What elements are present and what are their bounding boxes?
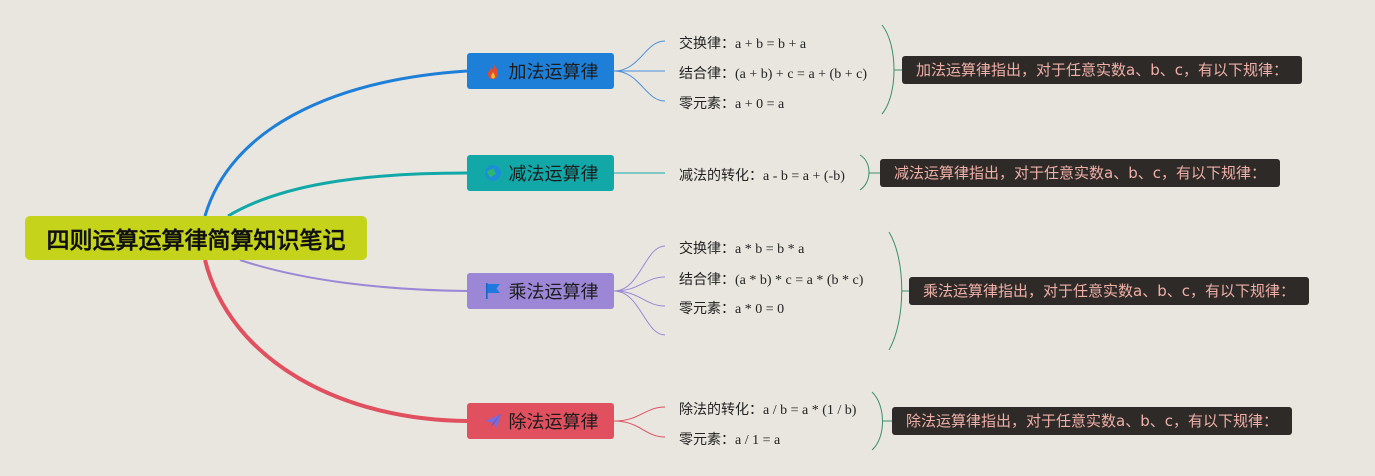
leaf-value: a * b = b * a (735, 242, 805, 257)
bracket-add (881, 24, 895, 115)
note-subtraction[interactable]: 减法运算律指出，对于任意实数a、b、c，有以下规律： (880, 159, 1280, 187)
leaf-mul-associative[interactable]: 结合律：(a * b) * c = a * (b * c) (679, 269, 863, 289)
leaf-add-commutative[interactable]: 交换律：a + b = b + a (679, 33, 806, 53)
paper-plane-icon (483, 411, 503, 431)
leaf-mul-commutative[interactable]: 交换律：a * b = b * a (679, 238, 804, 258)
leaf-div-zero[interactable]: 零元素：a / 1 = a (679, 429, 780, 449)
branch-multiplication[interactable]: 乘法运算律 (467, 273, 614, 309)
bracket-mul (888, 231, 903, 351)
link-root-div (203, 259, 468, 423)
link-mul-2 (613, 276, 666, 292)
branch-label: 加法运算律 (508, 62, 599, 83)
link-mul-4 (613, 290, 666, 336)
leaf-sub-transform[interactable]: 减法的转化：a - b = a + (-b) (679, 165, 845, 185)
link-div-1 (613, 406, 666, 422)
branch-division[interactable]: 除法运算律 (467, 403, 614, 439)
link-mul-1 (613, 245, 666, 292)
branch-label: 除法运算律 (508, 412, 599, 433)
leaf-value: a / 1 = a (735, 433, 781, 448)
link-root-mul (239, 259, 468, 292)
link-add-3 (613, 70, 666, 102)
leaf-value: (a + b) + c = a + (b + c) (735, 67, 867, 82)
leaf-key: 零元素： (679, 301, 735, 317)
leaf-value: (a * b) * c = a * (b * c) (735, 273, 864, 288)
leaf-value: a + b = b + a (735, 37, 807, 52)
link-mul-3 (613, 290, 666, 307)
link-add-1 (613, 40, 666, 72)
leaf-add-zero[interactable]: 零元素：a + 0 = a (679, 93, 784, 113)
leaf-key: 结合律： (679, 66, 735, 82)
leaf-key: 结合律： (679, 272, 735, 288)
note-multiplication[interactable]: 乘法运算律指出，对于任意实数a、b、c，有以下规律： (909, 277, 1309, 305)
branch-label: 乘法运算律 (508, 282, 599, 303)
branch-addition[interactable]: 加法运算律 (467, 53, 614, 89)
leaf-div-transform[interactable]: 除法的转化：a / b = a * (1 / b) (679, 399, 856, 419)
leaf-key: 零元素： (679, 96, 735, 112)
leaf-value: a * 0 = 0 (735, 302, 785, 317)
leaf-key: 减法的转化： (679, 168, 763, 184)
link-root-sub (227, 171, 468, 218)
root-topic[interactable]: 四则运算运算律简算知识笔记 (25, 216, 367, 260)
flag-icon (483, 281, 503, 301)
bracket-div (871, 391, 883, 451)
globe-icon (483, 163, 503, 183)
leaf-value: a - b = a + (-b) (763, 169, 845, 184)
leaf-value: a + 0 = a (735, 97, 785, 112)
leaf-key: 交换律： (679, 36, 735, 52)
leaf-value: a / b = a * (1 / b) (763, 403, 857, 418)
note-division[interactable]: 除法运算律指出，对于任意实数a、b、c，有以下规律： (892, 407, 1292, 435)
note-addition[interactable]: 加法运算律指出，对于任意实数a、b、c，有以下规律： (902, 56, 1302, 84)
link-root-add (203, 69, 468, 217)
bracket-sub (859, 154, 870, 191)
leaf-mul-zero[interactable]: 零元素：a * 0 = 0 (679, 298, 784, 318)
link-div-2 (613, 420, 666, 438)
leaf-key: 除法的转化： (679, 402, 763, 418)
branch-subtraction[interactable]: 减法运算律 (467, 155, 614, 191)
leaf-key: 交换律： (679, 241, 735, 257)
leaf-key: 零元素： (679, 432, 735, 448)
fire-icon (483, 61, 503, 81)
leaf-add-associative[interactable]: 结合律：(a + b) + c = a + (b + c) (679, 63, 867, 83)
branch-label: 减法运算律 (508, 164, 599, 185)
